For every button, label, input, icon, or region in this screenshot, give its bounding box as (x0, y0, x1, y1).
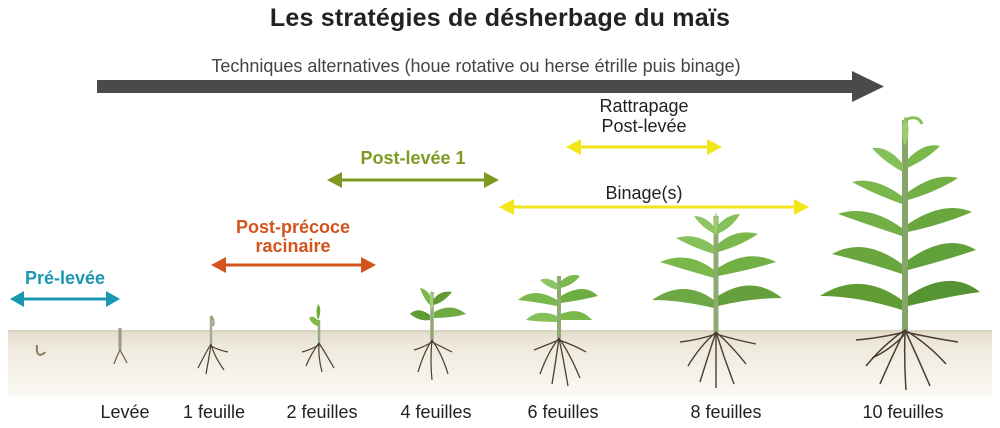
stage-label-10-feuilles: 10 feuilles (862, 402, 944, 422)
stage-label-8-feuilles: 8 feuilles (690, 402, 762, 422)
binages-arrow (499, 199, 809, 215)
post-precoce-label-line2: racinaire (255, 236, 331, 256)
plant-levee (113, 328, 128, 365)
plant-4-feuilles (410, 288, 466, 381)
plant-10-feuilles (820, 116, 980, 391)
stage-label-levee: Levée (100, 402, 150, 422)
rattrapage-label-line1: Rattrapage (599, 96, 689, 116)
plant-8-feuilles (652, 212, 782, 388)
stage-label-1-feuille: 1 feuille (182, 402, 246, 422)
diagram-title: Les stratégies de désherbage du maïs (269, 4, 731, 32)
soil-band (8, 330, 992, 396)
binages-label: Binage(s) (605, 183, 683, 203)
pre-levee-label: Pré-levée (24, 268, 106, 288)
stage-label-2-feuilles: 2 feuilles (286, 402, 358, 422)
alternatives-arrow (97, 71, 884, 102)
plant-seed (35, 344, 46, 357)
stage-label-4-feuilles: 4 feuilles (400, 402, 472, 422)
post-levee-1-label: Post-levée 1 (360, 148, 466, 168)
pre-levee-arrow (10, 291, 120, 307)
post-precoce-arrow (211, 257, 376, 273)
post-precoce-label-line1: Post-précoce (235, 217, 351, 237)
plant-6-feuilles (518, 274, 598, 387)
rattrapage-label-line2: Post-levée (601, 116, 687, 136)
plant-1-feuille (197, 315, 229, 375)
rattrapage-arrow (566, 139, 722, 155)
plant-2-feuilles (301, 304, 335, 373)
post-levee-1-arrow (327, 172, 499, 188)
alternatives-label: Techniques alternatives (houe rotative o… (211, 56, 741, 76)
stage-label-6-feuilles: 6 feuilles (527, 402, 599, 422)
